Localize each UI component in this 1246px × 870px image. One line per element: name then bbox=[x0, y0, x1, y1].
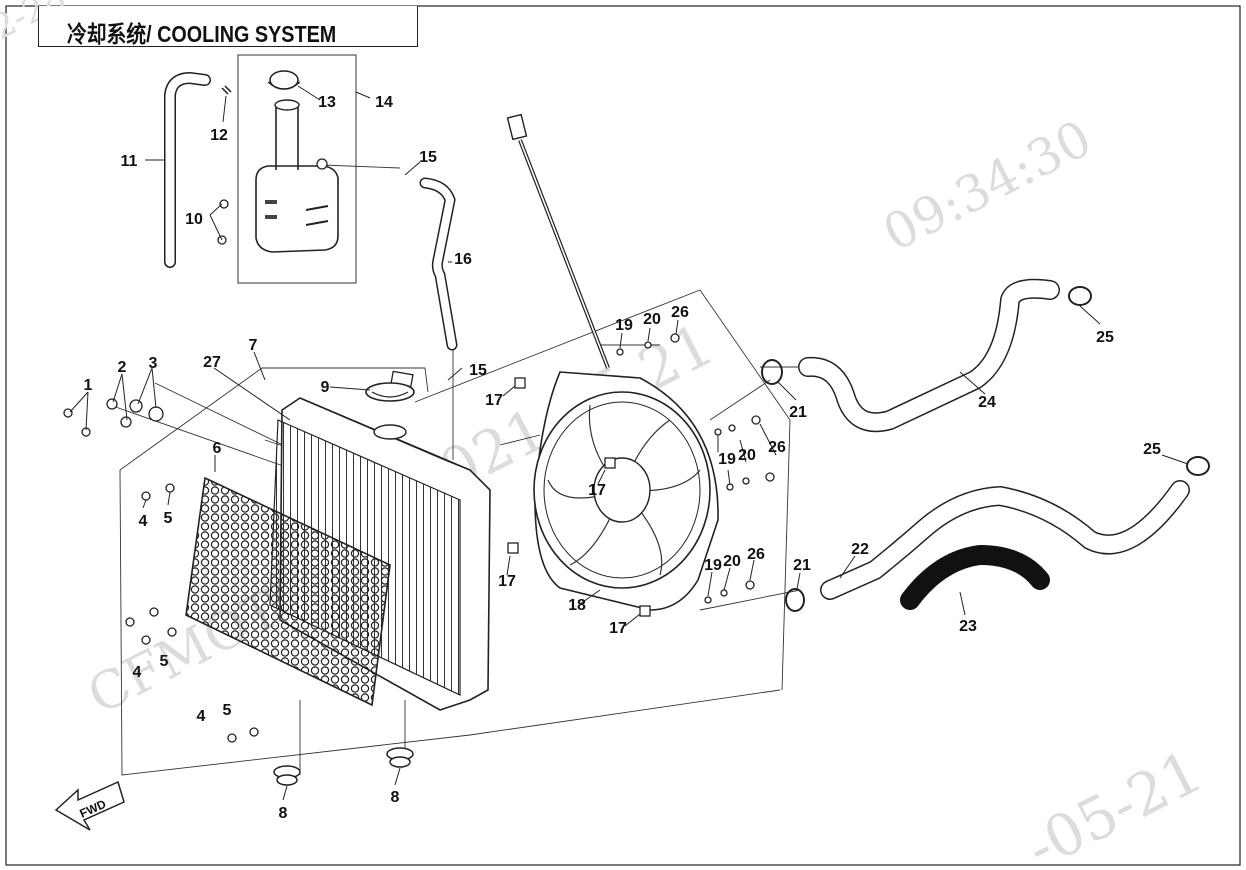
callout-27: 27 bbox=[203, 354, 221, 371]
callout-4c: 4 bbox=[197, 708, 206, 725]
callout-5a: 5 bbox=[164, 510, 173, 527]
callout-1: 1 bbox=[84, 377, 93, 394]
callout-6: 6 bbox=[213, 440, 222, 457]
callout-26a: 26 bbox=[671, 304, 689, 321]
callout-17a: 17 bbox=[485, 392, 503, 409]
callout-15a: 15 bbox=[419, 149, 437, 166]
radiator-guard-mesh bbox=[185, 476, 391, 707]
sheet-border bbox=[5, 5, 1241, 866]
callout-16: 16 bbox=[454, 251, 472, 268]
watermark-time: 09:34:30 bbox=[874, 109, 1100, 263]
callouts: 1 2 3 4 5 6 7 27 4 5 4 5 8 8 9 10 11 12 … bbox=[84, 94, 1161, 822]
cooling-fan-assembly bbox=[533, 371, 719, 611]
callout-4b: 4 bbox=[133, 664, 142, 681]
fwd-arrow: FWD bbox=[54, 780, 125, 831]
callout-25b: 25 bbox=[1143, 441, 1161, 458]
watermark-date-bottom: -05-21 bbox=[1015, 737, 1212, 870]
callout-14: 14 bbox=[375, 94, 393, 111]
callout-23: 23 bbox=[959, 618, 977, 635]
callout-2: 2 bbox=[118, 359, 127, 376]
callout-17c: 17 bbox=[498, 573, 516, 590]
callout-22: 22 bbox=[851, 541, 869, 558]
callout-20b: 20 bbox=[738, 447, 756, 464]
page-title: 冷却系统/ COOLING SYSTEM bbox=[67, 21, 337, 47]
callout-10: 10 bbox=[185, 211, 203, 228]
callout-15b: 15 bbox=[469, 362, 487, 379]
callout-19c: 19 bbox=[704, 557, 722, 574]
grommets bbox=[273, 747, 414, 786]
callout-26c: 26 bbox=[747, 546, 765, 563]
callout-8a: 8 bbox=[279, 805, 288, 822]
callout-12: 12 bbox=[210, 127, 228, 144]
reservoir-assembly bbox=[237, 54, 357, 284]
callout-25a: 25 bbox=[1096, 329, 1114, 346]
fasteners bbox=[63, 199, 775, 743]
callout-24: 24 bbox=[978, 394, 996, 411]
callout-5c: 5 bbox=[223, 702, 232, 719]
breather-hose bbox=[164, 71, 211, 268]
hose-sleeve bbox=[900, 544, 1050, 610]
leader-lines bbox=[69, 85, 1189, 801]
callout-17d: 17 bbox=[609, 620, 627, 637]
hose-clamp-12 bbox=[221, 85, 232, 95]
callout-13: 13 bbox=[318, 94, 336, 111]
callout-20a: 20 bbox=[643, 311, 661, 328]
fan-harness bbox=[506, 113, 610, 369]
callout-19b: 19 bbox=[718, 451, 736, 468]
callout-26b: 26 bbox=[768, 439, 786, 456]
callout-21b: 21 bbox=[793, 557, 811, 574]
hose-clamps bbox=[761, 286, 1210, 612]
callout-17b: 17 bbox=[588, 482, 606, 499]
callout-3: 3 bbox=[149, 355, 158, 372]
callout-11: 11 bbox=[121, 153, 138, 170]
callout-19a: 19 bbox=[615, 317, 633, 334]
callout-9: 9 bbox=[321, 379, 330, 396]
title-box: 冷却系统/ COOLING SYSTEM bbox=[38, 6, 418, 47]
callout-18: 18 bbox=[568, 597, 586, 614]
callout-5b: 5 bbox=[160, 653, 169, 670]
callout-7: 7 bbox=[249, 337, 258, 354]
callout-4a: 4 bbox=[139, 513, 148, 530]
callout-20c: 20 bbox=[723, 553, 741, 570]
callout-8b: 8 bbox=[391, 789, 400, 806]
callout-21a: 21 bbox=[789, 404, 807, 421]
